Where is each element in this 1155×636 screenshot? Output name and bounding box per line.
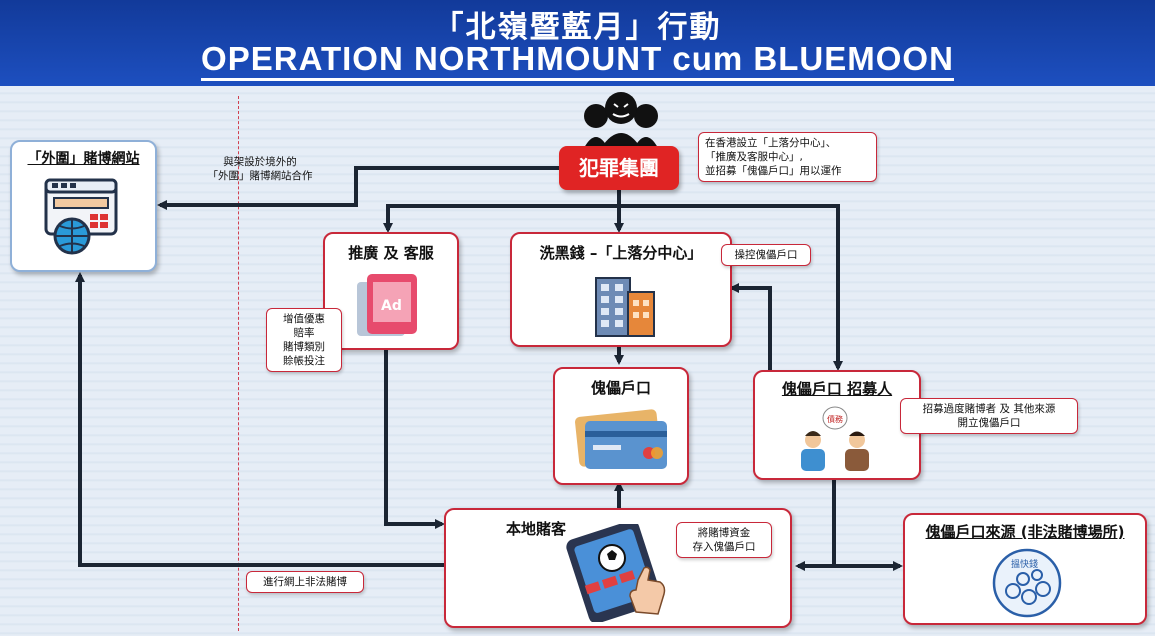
recruiter-people-icon: 債務 [795, 402, 879, 476]
local-gambler-title: 本地賭客 [505, 520, 566, 538]
node-local-gambler: 本地賭客 將賭博資金 存入傀儡戶口 [444, 508, 792, 628]
note-setup-centers: 在香港設立「上落分中心」、 「推廣及客服中心」, 並招募「傀儡戶口」用以運作 [698, 132, 877, 182]
node-account-source: 傀儡戶口來源 (非法賭博場所) 搵快錢 [903, 513, 1147, 625]
crime-group-icon [576, 88, 666, 148]
dashed-divider [238, 96, 239, 631]
arrow-crime-to-recruiter [619, 204, 843, 371]
arrow-crime-to-promo [383, 204, 619, 233]
note-offers: 增值優惠 賠率 賭博類別 賒帳投注 [266, 308, 342, 372]
stamp-text: 搵快錢 [1011, 558, 1038, 570]
note-partner-offshore: 與架設於境外的 「外圍」賭博網站合作 [207, 156, 313, 182]
node-account-recruiter: 傀儡戶口 招募人 債務 [753, 370, 921, 480]
arrow-recruiter-to-laundering [729, 283, 772, 370]
dummy-account-title: 傀儡戶口 [590, 379, 651, 397]
note-online-gambling: 進行網上非法賭博 [246, 571, 364, 593]
node-laundering-center: 洗黑錢 –「上落分中心」 [510, 232, 732, 347]
recruiter-title: 傀儡戶口 招募人 [781, 380, 893, 398]
website-browser-icon [44, 178, 124, 262]
source-title: 傀儡戶口來源 (非法賭博場所) [925, 523, 1125, 541]
phone-betting-icon [556, 520, 676, 626]
quick-money-stamp-icon: 搵快錢 [989, 547, 1065, 623]
crime-group-label: 犯罪集團 [559, 146, 679, 190]
website-title: 「外圍」賭博網站 [27, 151, 140, 167]
arrow-recruiter-to-source [832, 477, 903, 571]
bank-card-icon [573, 409, 671, 477]
laundering-title: 洗黑錢 –「上落分中心」 [539, 244, 703, 262]
arrow-crime-to-website [157, 166, 559, 210]
building-icon [590, 270, 660, 342]
arrow-gambler-to-website [75, 272, 446, 567]
debt-text: 債務 [827, 414, 843, 424]
promo-title: 推廣 及 客服 [348, 244, 434, 262]
header-banner: 「北嶺暨藍月」行動 OPERATION NORTHMOUNT cum BLUEM… [0, 0, 1155, 86]
note-control-accounts: 操控傀儡戶口 [721, 244, 811, 266]
node-gambling-website: 「外圍」賭博網站 [10, 140, 157, 272]
ad-text: Ad [381, 298, 402, 314]
title-english: OPERATION NORTHMOUNT cum BLUEMOON [0, 40, 1155, 81]
node-promotion-service: 推廣 及 客服 Ad [323, 232, 459, 350]
title-chinese: 「北嶺暨藍月」行動 [433, 10, 722, 45]
ad-tablet-icon: Ad [353, 272, 423, 344]
note-deposit-funds: 將賭博資金 存入傀儡戶口 [676, 522, 772, 558]
note-recruit-gamblers: 招募過度賭博者 及 其他來源 開立傀儡戶口 [900, 398, 1078, 434]
arrow-promo-to-gambler [384, 348, 445, 529]
node-dummy-account: 傀儡戶口 [553, 367, 689, 485]
